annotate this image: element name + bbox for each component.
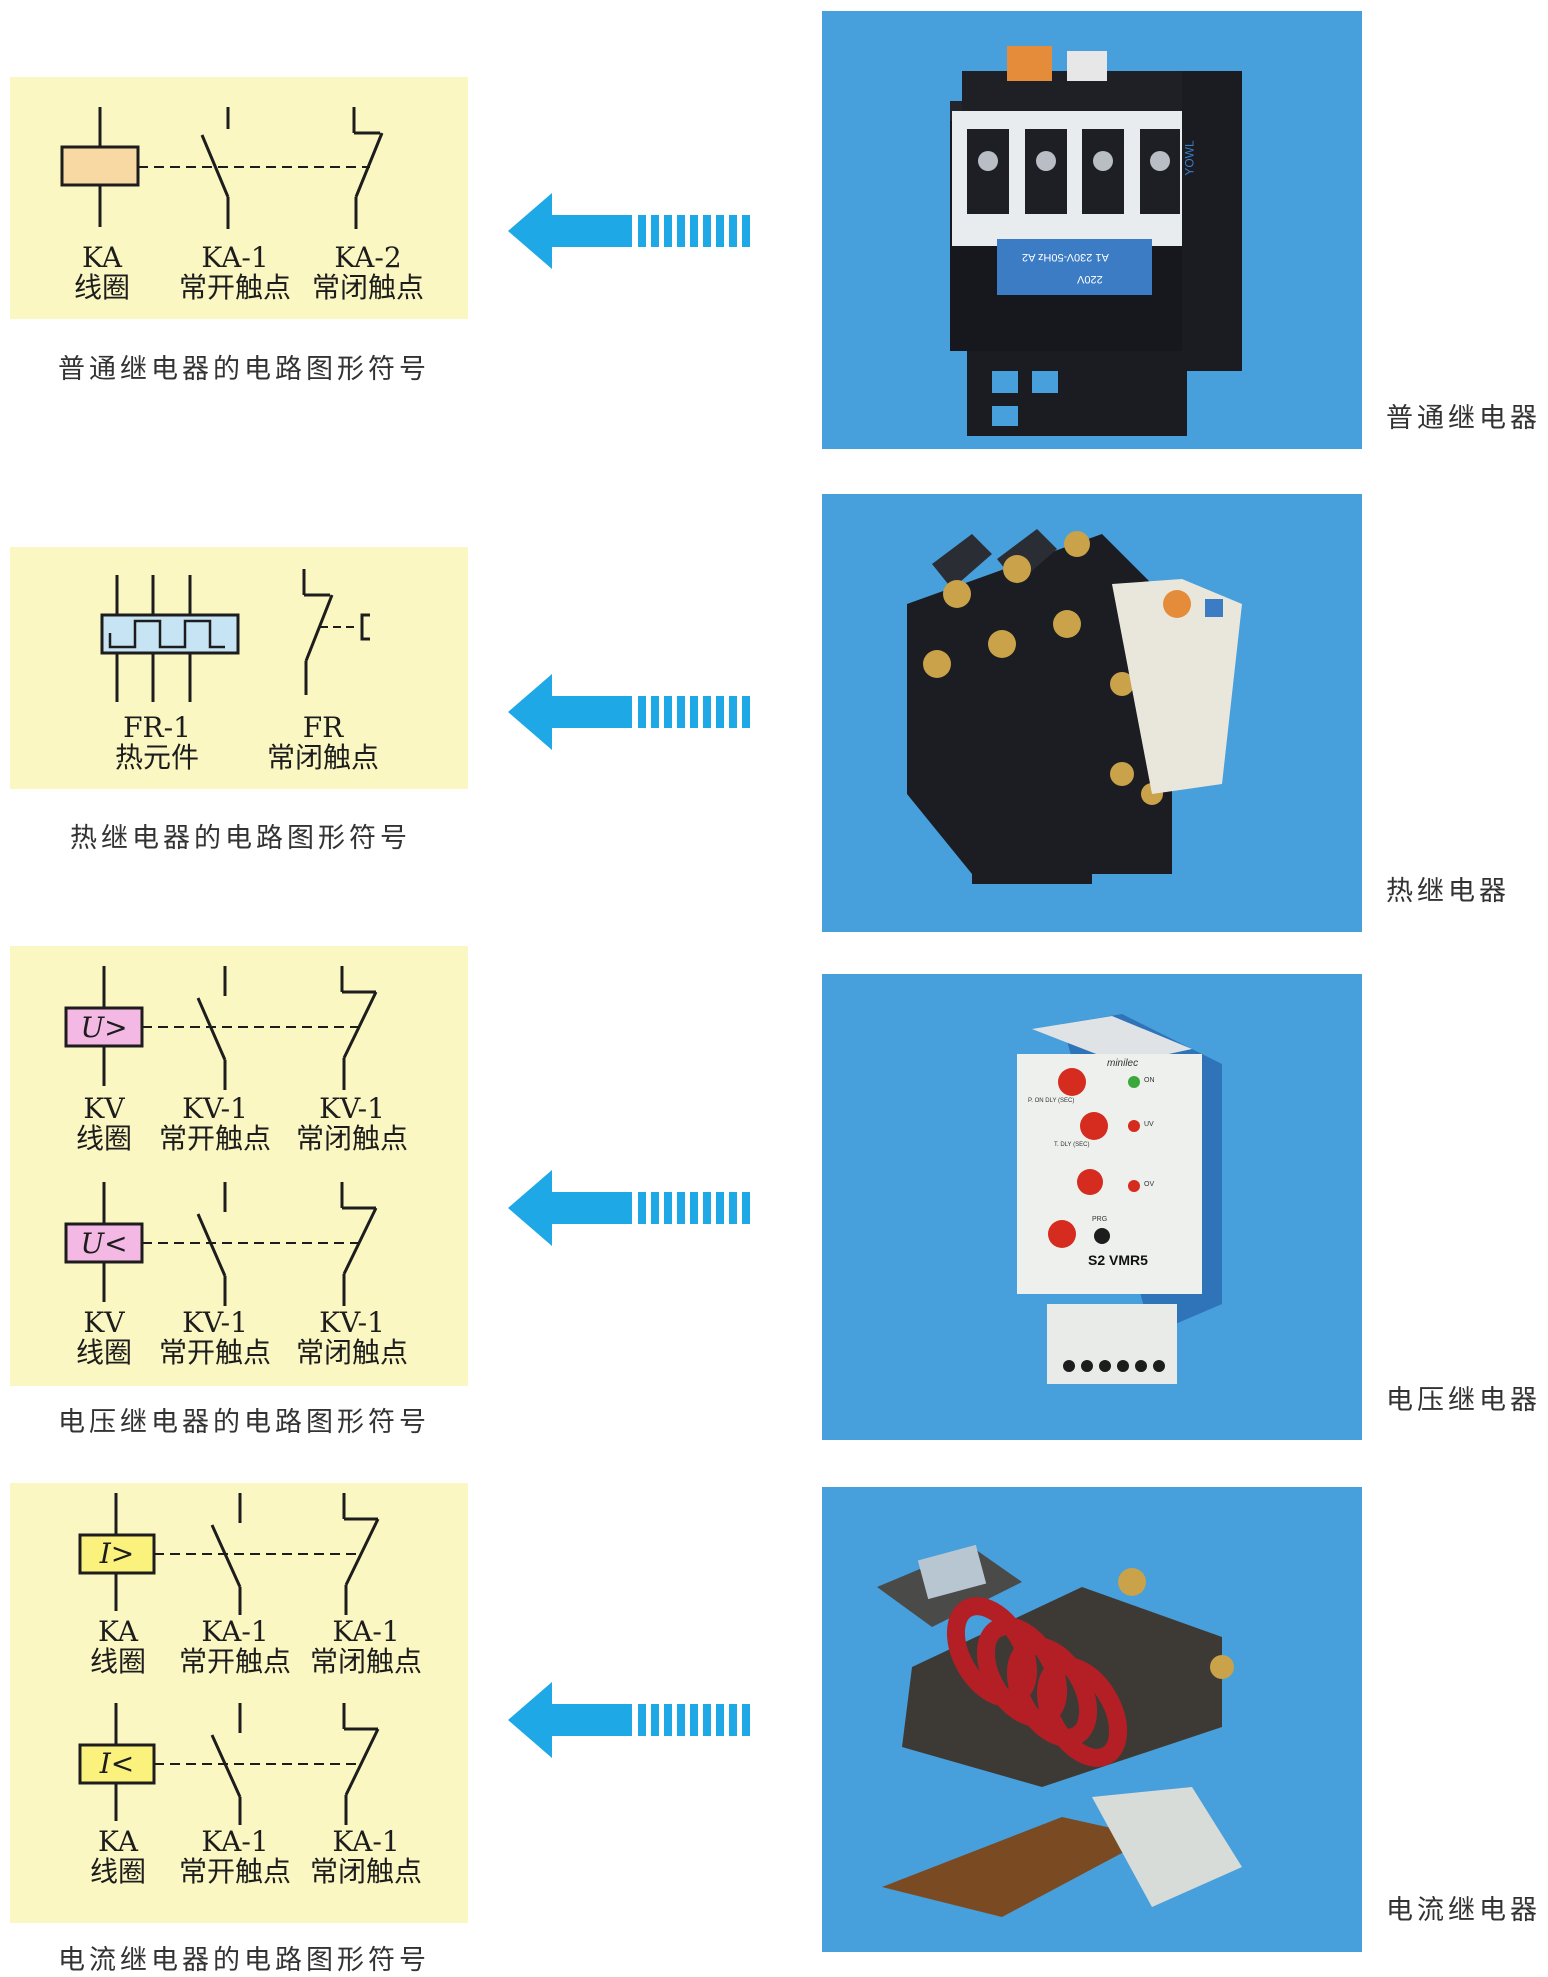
nc-contact-blade (304, 594, 334, 662)
coil-text: I> (99, 1537, 135, 1570)
symbol-panel-general-relay: KA 线圈 KA-1 常开触点 KA-2 常闭触点 (10, 77, 468, 319)
label-code: KA (98, 1615, 139, 1648)
coil-undercurrent (78, 1743, 156, 1785)
label-code: KA-1 (201, 1615, 268, 1648)
photo-marking: minilec (1107, 1058, 1139, 1069)
label-name: 线圈 (90, 1855, 146, 1888)
voltage-relay-photo-icon (1017, 1014, 1222, 1384)
label-name: 常开触点 (179, 1645, 291, 1678)
caption-voltage-relay: 电压继电器的电路图形符号 (58, 1407, 430, 1438)
coil-overvoltage (64, 1006, 144, 1048)
label-name: 热元件 (115, 741, 199, 774)
photo-marking: YOWL (1182, 140, 1197, 176)
caption-current-relay: 电流继电器的电路图形符号 (58, 1945, 430, 1976)
label-name: 常开触点 (179, 1855, 291, 1888)
photo-marking: OV (1144, 1181, 1155, 1188)
label-code: KA-2 (334, 241, 401, 274)
label-name: 常闭触点 (312, 271, 424, 304)
label-name: 常闭触点 (310, 1645, 422, 1678)
label-name: 常开触点 (159, 1336, 271, 1369)
photo-current-relay (822, 1487, 1362, 1952)
coil-text: U> (80, 1011, 127, 1044)
label-name: 线圈 (90, 1645, 146, 1678)
symbol-panel-voltage-relay: U> U< KV 线圈 KV-1 常开触点 KV-1 常闭触点 KV 线圈 KV… (10, 946, 468, 1386)
coil-overcurrent (78, 1533, 156, 1575)
coil-text: I< (99, 1747, 135, 1780)
photo-label-current-relay: 电流继电器 (1386, 1895, 1541, 1926)
photo-marking: PRG (1092, 1216, 1108, 1223)
label-name: 线圈 (76, 1122, 132, 1155)
label-code: KV-1 (319, 1092, 385, 1125)
no-contact-blade (200, 134, 230, 198)
label-code: KA-1 (201, 241, 268, 274)
coil-ka (60, 145, 140, 187)
nc-contact-blade (354, 132, 384, 198)
photo-label-general-relay: 普通继电器 (1386, 403, 1541, 434)
label-code: KA (98, 1825, 139, 1858)
photo-marking: UV (1144, 1121, 1154, 1128)
label-code: KA-1 (332, 1615, 399, 1648)
arrow-icon (508, 674, 750, 750)
label-code: KA-1 (201, 1825, 268, 1858)
current-relay-symbol-diagram: I> I< KA 线圈 KA-1 常开触点 KA-1 常闭触点 KA 线圈 KA… (78, 1493, 422, 1888)
label-code: FR (303, 711, 344, 744)
label-code: KV (83, 1092, 125, 1125)
arrow-icon (508, 193, 750, 269)
arrow-icon (508, 1682, 750, 1758)
photo-marking: A1 230V-50Hz A2 (1022, 251, 1109, 263)
photo-voltage-relay: minilec ON UV OV P. ON DLY (SEC) T. DLY … (822, 974, 1362, 1440)
arrow-icon (508, 1170, 750, 1246)
label-name: 线圈 (76, 1336, 132, 1369)
label-code: KV-1 (319, 1306, 385, 1339)
label-code: KA-1 (332, 1825, 399, 1858)
label-name: 常闭触点 (296, 1336, 408, 1369)
label-code: KA (82, 241, 123, 274)
label-code: KV (83, 1306, 125, 1339)
photo-label-thermal-relay: 热继电器 (1386, 876, 1510, 907)
label-name: 常开触点 (179, 271, 291, 304)
label-code: KV-1 (182, 1092, 248, 1125)
current-relay-photo-icon (877, 1544, 1242, 1917)
coil-text: U< (80, 1227, 127, 1260)
photo-marking: P. ON DLY (SEC) (1028, 1098, 1075, 1104)
photo-general-relay: 220V A1 230V-50Hz A2 YOWL (822, 11, 1362, 449)
photo-marking: T. DLY (SEC) (1054, 1142, 1090, 1148)
label-name: 线圈 (74, 271, 130, 304)
label-code: KV-1 (182, 1306, 248, 1339)
caption-general-relay: 普通继电器的电路图形符号 (58, 354, 430, 385)
label-code: FR-1 (123, 711, 191, 744)
contactor-relay-photo-icon (950, 46, 1242, 436)
thermal-relay-symbol-diagram: FR-1 热元件 FR 常闭触点 (100, 569, 379, 774)
photo-marking: ON (1144, 1077, 1155, 1084)
label-name: 常闭触点 (267, 741, 379, 774)
voltage-relay-symbol-diagram: U> U< KV 线圈 KV-1 常开触点 KV-1 常闭触点 KV 线圈 KV… (64, 966, 408, 1369)
label-name: 常闭触点 (296, 1122, 408, 1155)
thermal-relay-photo-icon (907, 529, 1242, 884)
label-name: 常开触点 (159, 1122, 271, 1155)
photo-label-voltage-relay: 电压继电器 (1386, 1385, 1541, 1416)
photo-marking: 220V (1077, 273, 1103, 285)
label-name: 常闭触点 (310, 1855, 422, 1888)
general-relay-symbol-diagram: KA 线圈 KA-1 常开触点 KA-2 常闭触点 (60, 107, 424, 304)
photo-thermal-relay (822, 494, 1362, 932)
symbol-panel-thermal-relay: FR-1 热元件 FR 常闭触点 (10, 547, 468, 789)
caption-thermal-relay: 热继电器的电路图形符号 (70, 823, 411, 854)
symbol-panel-current-relay: I> I< KA 线圈 KA-1 常开触点 KA-1 常闭触点 KA 线圈 KA… (10, 1483, 468, 1923)
photo-marking: S2 VMR5 (1088, 1252, 1148, 1268)
